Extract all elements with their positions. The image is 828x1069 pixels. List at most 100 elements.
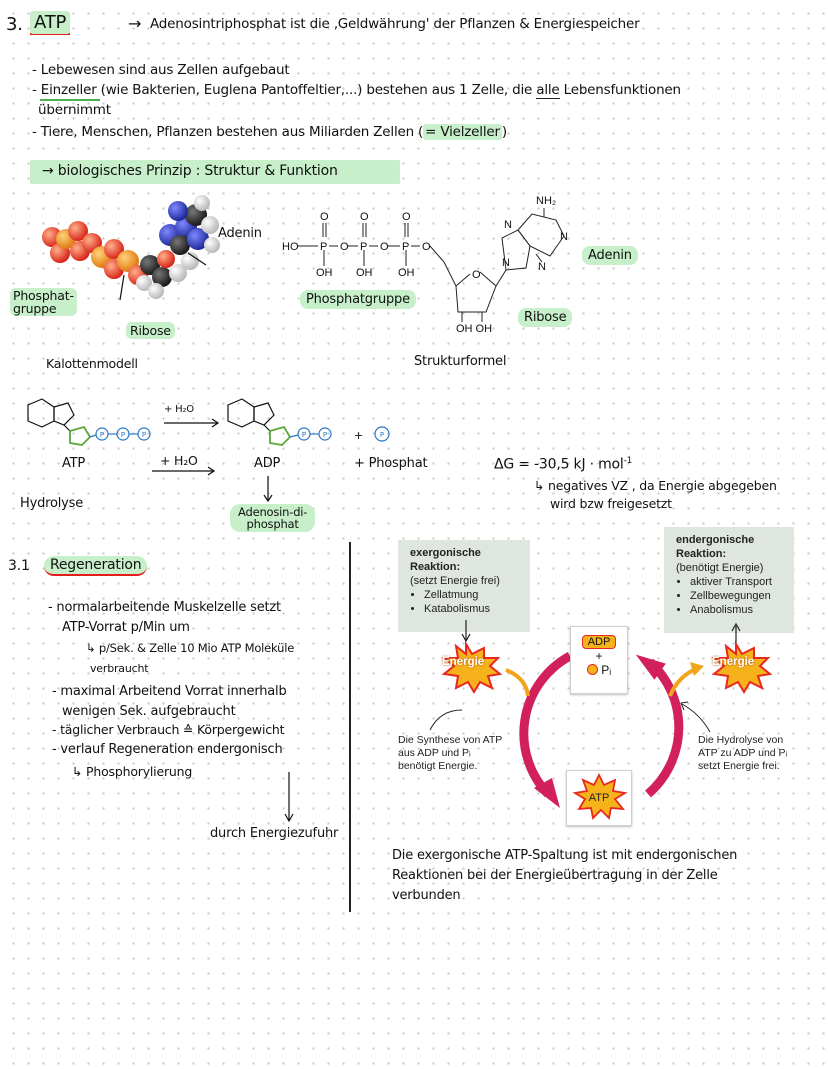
struktur-phosphatgruppe-label: Phosphatgruppe (300, 290, 416, 309)
intro-bullet-2-cont: übernimmt (38, 102, 111, 118)
exergonic-box: exergonische Reaktion: (setzt Energie fr… (398, 540, 530, 632)
synthesis-arc (519, 652, 573, 798)
hydrolysis-water-top: + H₂O (164, 404, 194, 415)
formula-oh3: OH (398, 267, 415, 279)
kalotten-adenin-label: Adenin (218, 226, 262, 241)
adp-p2: P (323, 431, 327, 439)
einzeller-underline (40, 99, 100, 101)
formula-ho: HO (282, 241, 299, 253)
endergonic-item: Zellbewegungen (690, 589, 784, 603)
atp-burst: ATP (572, 772, 628, 820)
kalotten-phosphat-label: Phosphat- gruppe (10, 288, 77, 316)
regen-down-arrow (284, 772, 294, 823)
hydrolysis-diagram: P P P P P P + (27, 398, 390, 446)
regen-line-3: ↳ p/Sek. & Zelle 10 Mio ATP Moleküle (86, 641, 295, 655)
formula-o1: O (340, 241, 349, 253)
header-subtitle: Adenosintriphosphat ist die ‚Geldwährung… (150, 16, 640, 32)
hydrolysis-atp-label: ATP (62, 456, 86, 471)
intro-bullet-2: - Einzeller (wie Bakterien, Euglena Pant… (32, 82, 681, 99)
structural-formula: HO P P P O O O O O O OH OH OH NH₂ N N N … (282, 195, 568, 335)
section-title: ATP (30, 11, 71, 35)
formula-oh1: OH (316, 267, 333, 279)
principle-text: → biologisches Prinzip : Struktur & Funk… (42, 163, 338, 179)
summary-line-2: Reaktionen bei der Energieübertragung in… (392, 868, 718, 883)
regen-line-7: - täglicher Verbrauch ≙ Körpergewicht (52, 722, 285, 737)
adp-plus: + (595, 649, 603, 663)
header-arrow: → (128, 14, 142, 33)
regen-line-6: wenigen Sek. aufgebraucht (62, 704, 236, 719)
struktur-ribose-label: Ribose (518, 308, 573, 327)
regeneration-heading: Regeneration (44, 556, 148, 576)
formula-o-top1: O (320, 211, 329, 223)
atp-p2: P (121, 431, 125, 439)
struktur-caption: Strukturformel (414, 354, 507, 369)
kalotten-ribose-label: Ribose (126, 322, 175, 339)
intro-bullet-2-text: - Einzeller (wie Bakterien, Euglena Pant… (32, 82, 533, 98)
formula-n3: N (538, 261, 546, 273)
formula-o-ring: O (472, 269, 481, 281)
energy-left-label: Energie (442, 656, 485, 668)
kalotten-caption: Kalottenmodell (46, 356, 138, 371)
formula-o-top3: O (402, 211, 411, 223)
atp-molecule-sketch (27, 398, 151, 446)
endergonic-item: Anabolismus (690, 603, 784, 617)
regen-line-2: ATP-Vorrat p/Min um (62, 620, 190, 635)
struktur-adenin-label: Adenin (582, 246, 638, 265)
exergonic-title: exergonische Reaktion: (410, 547, 481, 573)
phosphate-atoms (42, 221, 148, 285)
adp-molecule-sketch (227, 398, 390, 446)
regeneration-number: 3.1 (8, 558, 30, 574)
principle-banner (30, 160, 400, 184)
regen-line-5: - maximal Arbeitend Vorrat innerhalb (52, 684, 287, 699)
synthesis-caption: Die Synthese von ATP aus ADP und Pᵢ benö… (398, 734, 503, 772)
regen-line-4: verbraucht (90, 662, 149, 675)
endergonic-title: endergonische Reaktion: (676, 534, 755, 560)
endergonic-item: aktiver Transport (690, 575, 784, 589)
kalotten-model-image (42, 195, 220, 301)
formula-o-top2: O (360, 211, 369, 223)
formula-p2: P (360, 241, 367, 253)
atp-p1: P (100, 431, 104, 439)
endergonic-box: endergonische Reaktion: (benötigt Energi… (664, 527, 794, 633)
delta-g-note-1: ↳ negatives VZ , da Energie abgegeben (534, 478, 777, 493)
formula-n1: N (504, 219, 512, 231)
vielzeller-highlight: = Vielzeller (423, 124, 502, 140)
exergonic-item: Zellatmung (424, 588, 520, 602)
atp-box: ATP (566, 770, 632, 826)
summary-line-1: Die exergonische ATP-Spaltung ist mit en… (392, 848, 738, 863)
formula-ohoh: OH OH (456, 323, 492, 335)
hydrolysis-label: Hydrolyse (20, 496, 84, 511)
exergonic-item: Katabolismus (424, 602, 520, 616)
atp-cycle-graphic (429, 620, 773, 808)
atp-burst-label: ATP (589, 792, 610, 804)
pi-row: Pᵢ (571, 663, 627, 677)
adp-badge: ADP (581, 635, 617, 649)
endergonic-list: aktiver Transport Zellbewegungen Anaboli… (676, 575, 784, 617)
endergonic-sub: (benötigt Energie) (676, 562, 764, 574)
adenine-atoms (159, 195, 220, 255)
adp-pi-box: ADP + Pᵢ (570, 626, 628, 694)
exergonic-list: Zellatmung Katabolismus (410, 588, 520, 616)
delta-g-text: ΔG = -30,5 kJ · mol (494, 456, 624, 473)
hydrolysis-plus-sketch: + (354, 429, 363, 442)
hydrolysis-water-mid: + H₂O (160, 453, 198, 468)
delta-g-exponent: -1 (623, 456, 633, 466)
formula-nh2: NH₂ (536, 195, 556, 207)
formula-oh2: OH (356, 267, 373, 279)
regen-line-9: ↳ Phosphorylierung (72, 764, 193, 779)
summary-line-3: verbunden (392, 888, 461, 903)
formula-o3: O (422, 241, 431, 253)
hydrolysis-arrow (152, 466, 216, 476)
formula-n2: N (560, 231, 568, 243)
hydrolysis-arc (645, 658, 684, 798)
intro-bullet-3-text: - Tiere, Menschen, Pflanzen bestehen aus… (32, 124, 424, 140)
adp-p1: P (302, 431, 306, 439)
atp-p3: P (142, 431, 146, 439)
column-divider (349, 542, 351, 912)
intro-bullet-1: - Lebewesen sind aus Zellen aufgebaut (32, 62, 290, 78)
free-p: P (380, 431, 384, 439)
delta-g: ΔG = -30,5 kJ · mol-1 (494, 456, 632, 473)
hydrolysis-adp-label: ADP (254, 456, 281, 471)
pi-label: Pᵢ (601, 663, 612, 677)
section-number: 3. (6, 14, 23, 35)
